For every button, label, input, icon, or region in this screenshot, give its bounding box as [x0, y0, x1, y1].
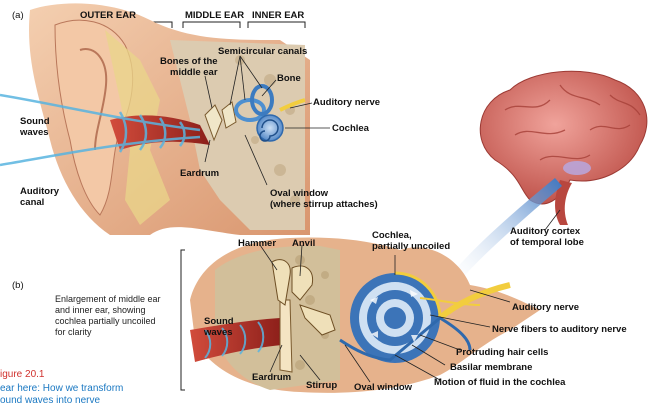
label-cochlea-a: Cochlea: [332, 123, 369, 134]
label-basilar-membrane: Basilar membrane: [450, 362, 533, 373]
label-auditory-cortex: Auditory cortex of temporal lobe: [510, 226, 584, 248]
panel-b-tag: (b): [12, 280, 24, 291]
header-inner-ear: INNER EAR: [252, 10, 305, 21]
label-anvil: Anvil: [292, 238, 316, 249]
label-sound-waves-a: Sound waves: [20, 116, 50, 138]
figure-title: ear here: How we transform ound waves in…: [0, 383, 124, 406]
label-bones-middle-ear: Bones of the middle ear: [160, 56, 218, 78]
label-sound-waves-b: Sound waves: [204, 316, 234, 338]
label-fluid-motion: Motion of fluid in the cochlea: [434, 377, 566, 388]
label-hair-cells: Protruding hair cells: [456, 347, 549, 358]
label-eardrum-a: Eardrum: [180, 168, 220, 179]
label-semicircular-canals: Semicircular canals: [218, 46, 308, 57]
sound-waves-a: [0, 93, 201, 167]
label-hammer: Hammer: [238, 238, 277, 249]
panel-b-bracket: [180, 249, 185, 391]
brain: [479, 70, 648, 225]
ear-canal: [110, 115, 210, 150]
label-auditory-nerve-a: Auditory nerve: [313, 97, 381, 108]
label-cochlea-uncoiled: Cochlea, partially uncoiled: [372, 230, 451, 252]
label-eardrum-b: Eardrum: [252, 372, 292, 383]
inner-ear-a: [234, 84, 306, 142]
leader-lines: [204, 55, 561, 383]
signal-arrow: [445, 178, 562, 290]
label-auditory-canal: Auditory canal: [20, 186, 60, 208]
enlarged-ear-b: [190, 237, 540, 393]
label-oval-window-a: Oval window (where stirrup attaches): [270, 188, 378, 210]
label-bone: Bone: [277, 73, 301, 84]
ossicles-a: [204, 101, 237, 142]
header-middle-ear: MIDDLE EAR: [185, 10, 245, 21]
header-outer-ear: OUTER EAR: [80, 10, 136, 21]
label-auditory-nerve-b: Auditory nerve: [512, 302, 580, 313]
label-oval-window-b: Oval window: [354, 382, 413, 393]
panel-a-tag: (a): [12, 10, 24, 21]
panel-b-caption: Enlargement of middle ear and inner ear,…: [55, 294, 161, 337]
label-nerve-fibers: Nerve fibers to auditory nerve: [492, 324, 627, 335]
figure-number: igure 20.1: [0, 369, 45, 380]
label-stirrup: Stirrup: [306, 380, 338, 391]
